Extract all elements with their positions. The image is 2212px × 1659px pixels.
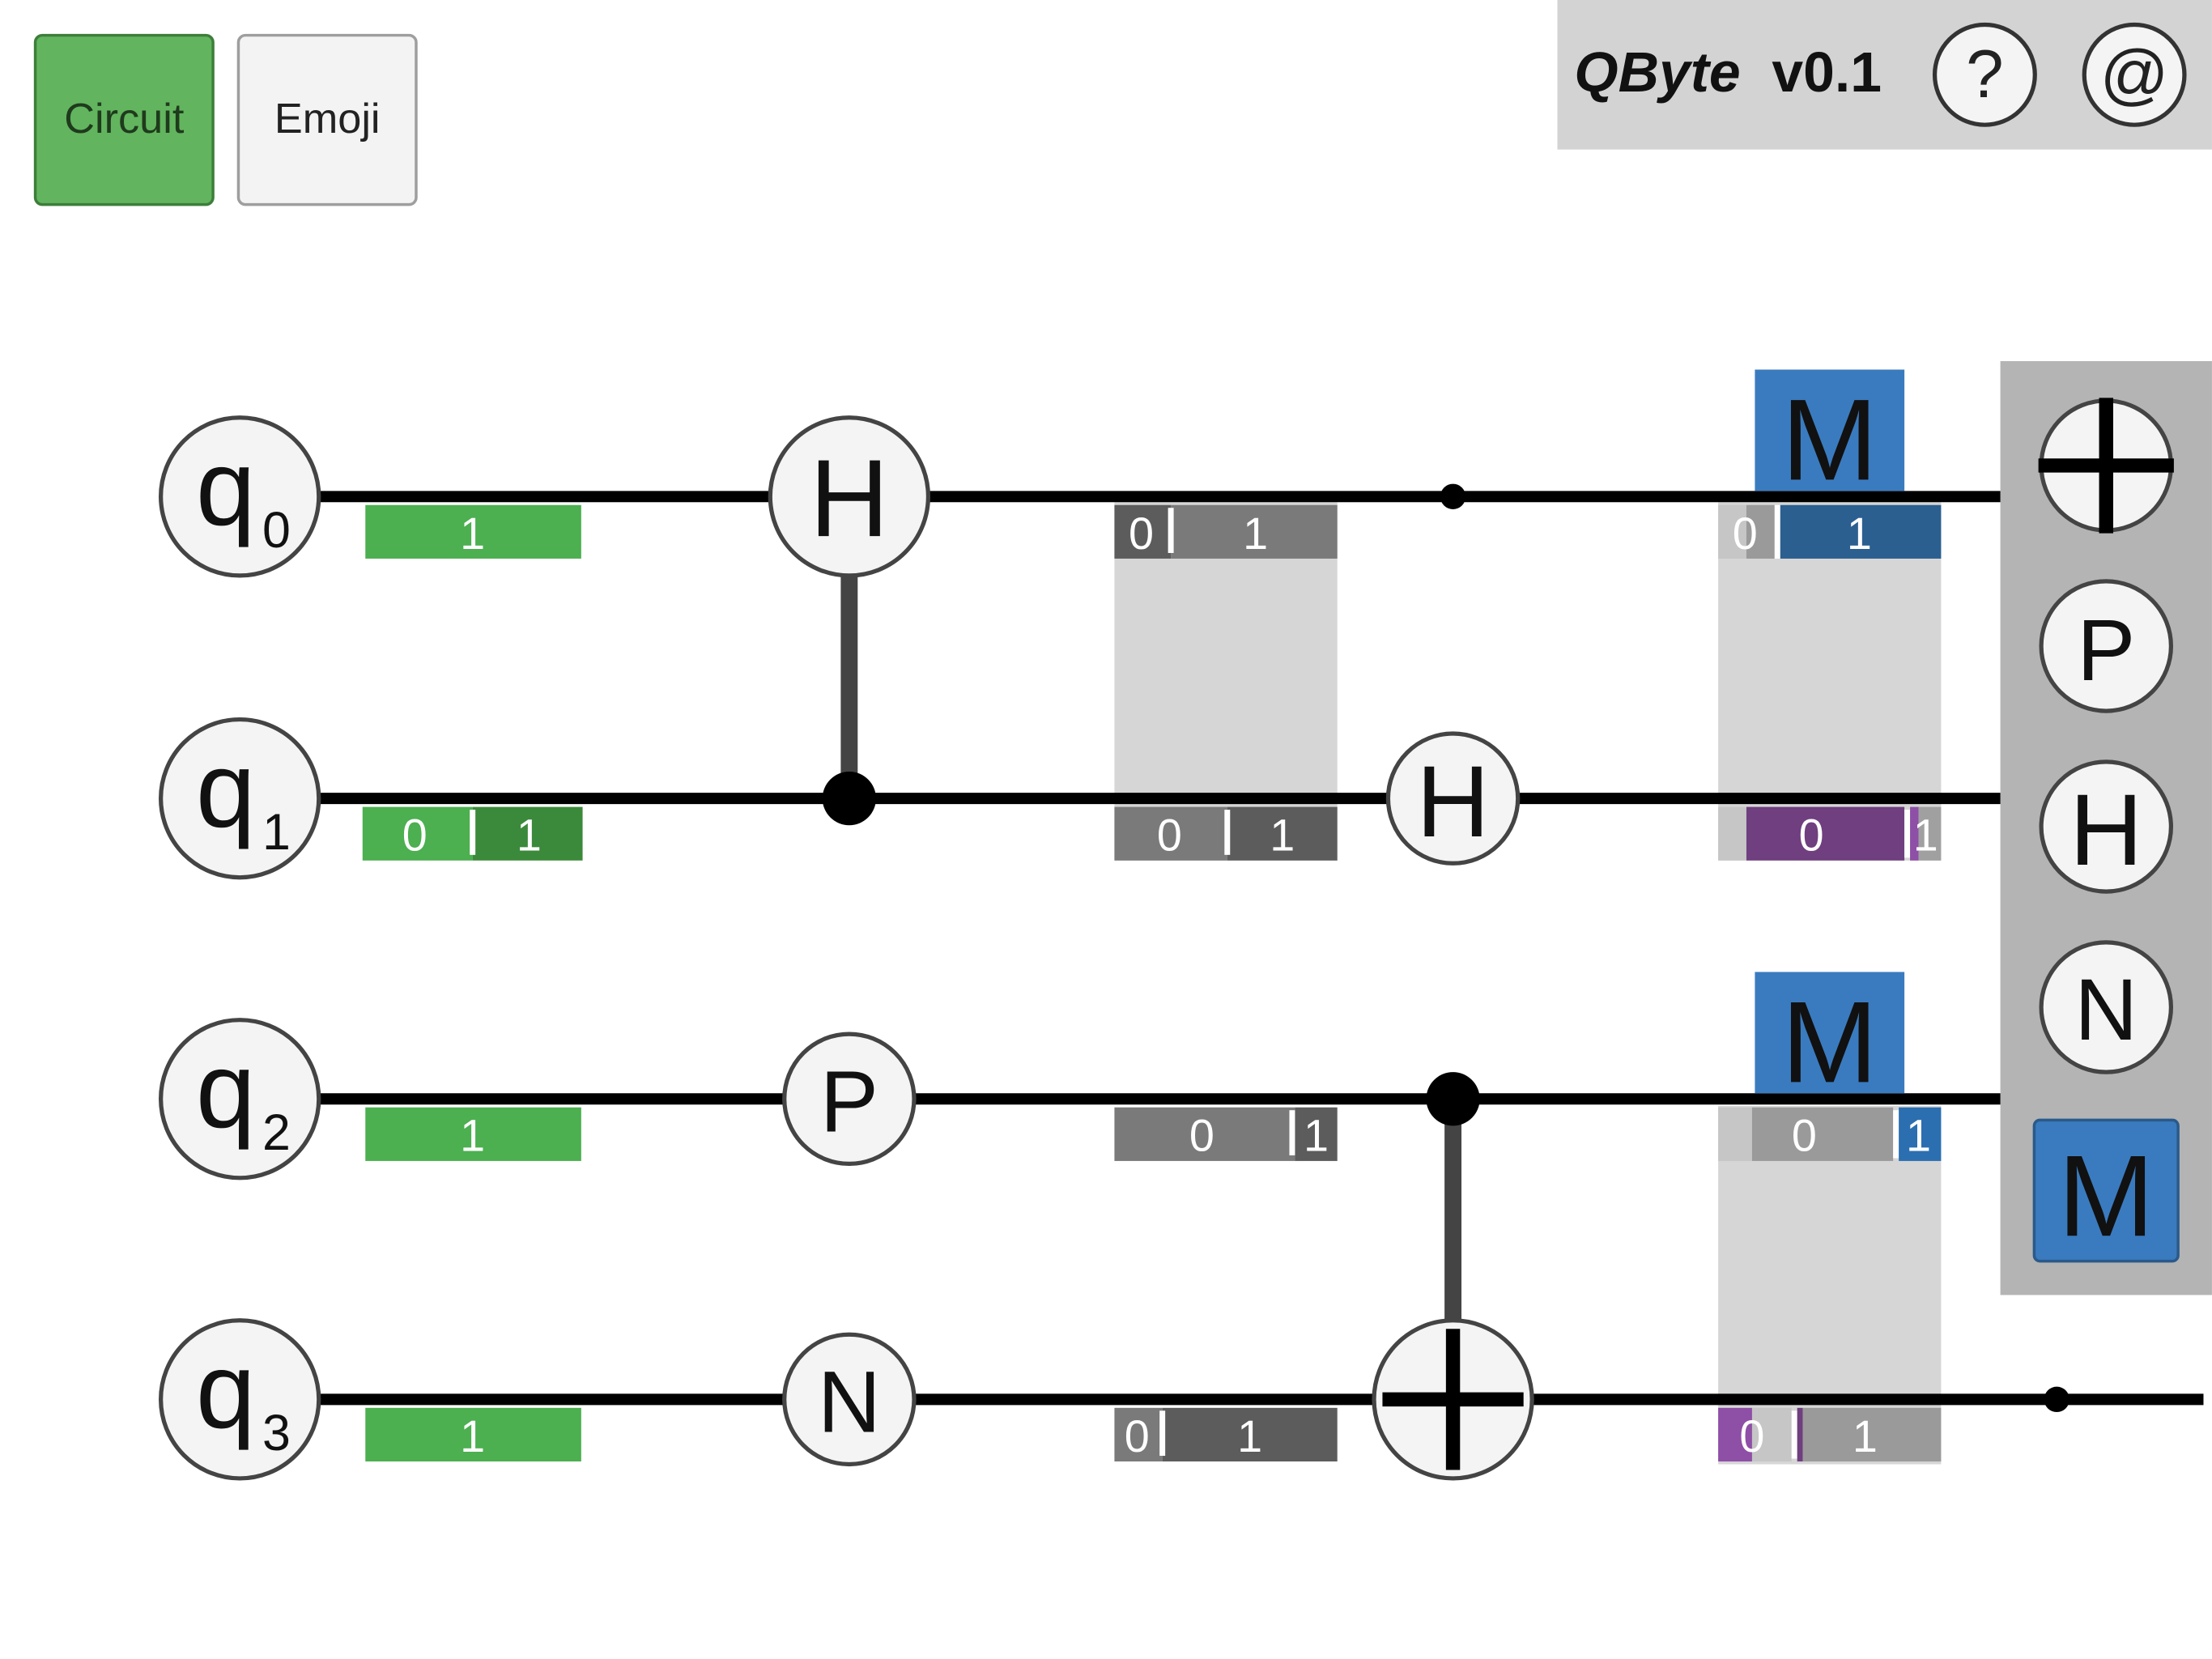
h-gate-q1[interactable]: H: [1385, 731, 1521, 866]
wire-dot: [2044, 1386, 2069, 1413]
svg-text:1: 1: [262, 804, 291, 861]
svg-text:q: q: [196, 1331, 256, 1451]
emoji-mode-button[interactable]: Emoji: [236, 33, 418, 206]
wire-dot: [1440, 483, 1466, 509]
svg-text:1: 1: [1853, 1411, 1878, 1461]
palette-p-gate[interactable]: P: [2039, 579, 2174, 713]
svg-text:1: 1: [1243, 508, 1268, 559]
qubit-q1[interactable]: q 1: [159, 717, 321, 880]
svg-text:M: M: [1781, 376, 1878, 504]
measure-gate-q2[interactable]: M: [1755, 972, 1905, 1107]
prob-bar-q3-c0: 1: [365, 1407, 581, 1462]
h-gate-q0[interactable]: H: [768, 415, 931, 578]
prob-bar-q0-c2: 0 1: [1718, 504, 1942, 559]
svg-text:N: N: [818, 1352, 881, 1450]
palette-m-gate[interactable]: M: [2032, 1118, 2180, 1263]
app-version: v0.1: [1772, 42, 1882, 104]
help-button[interactable]: ?: [1932, 22, 2037, 127]
palette-n-gate[interactable]: N: [2039, 940, 2174, 1074]
cnot-target-q3[interactable]: [1372, 1318, 1534, 1481]
svg-text:1: 1: [1913, 810, 1938, 861]
svg-text:1: 1: [1304, 1111, 1329, 1161]
svg-text:P: P: [820, 1052, 878, 1150]
control-dot[interactable]: [1426, 1072, 1480, 1126]
svg-text:H: H: [810, 436, 889, 559]
svg-text:q: q: [196, 1031, 256, 1151]
prob-bar-q1-c2: 0 1: [1718, 806, 1942, 861]
svg-text:H: H: [2069, 772, 2143, 887]
p-gate-q2[interactable]: P: [782, 1032, 917, 1167]
svg-text:1: 1: [1270, 810, 1295, 861]
prob-bar-q3-c2: 0 1: [1718, 1407, 1942, 1462]
svg-text:2: 2: [262, 1104, 291, 1161]
control-dot[interactable]: [822, 772, 876, 826]
svg-text:0: 0: [402, 810, 428, 861]
app-title: QByte v0.1: [1574, 42, 1882, 105]
qubit-q3[interactable]: q 3: [159, 1318, 321, 1481]
svg-text:0: 0: [1792, 1111, 1817, 1161]
prob-bar-q0-c1: 0 1: [1114, 504, 1338, 559]
svg-text:3: 3: [262, 1405, 291, 1461]
svg-text:0: 0: [1157, 810, 1182, 861]
measure-gate-q0[interactable]: M: [1755, 369, 1905, 504]
n-gate-q3[interactable]: N: [782, 1332, 917, 1467]
svg-text:0: 0: [1733, 508, 1758, 559]
svg-text:1: 1: [517, 810, 542, 861]
svg-text:0: 0: [1125, 1411, 1150, 1461]
svg-text:0: 0: [1739, 1411, 1764, 1461]
app-header: QByte v0.1 ? @: [1557, 0, 2212, 150]
svg-text:1: 1: [1906, 1111, 1931, 1161]
app-name: QByte: [1574, 42, 1741, 104]
qubit-q2[interactable]: q 2: [159, 1018, 321, 1180]
svg-text:0: 0: [1799, 810, 1824, 861]
svg-text:q: q: [196, 428, 256, 548]
svg-text:q: q: [196, 730, 256, 850]
prob-bar-q2-c2: 0 1: [1718, 1107, 1942, 1161]
svg-text:0: 0: [1129, 508, 1154, 559]
svg-text:1: 1: [460, 1411, 485, 1461]
palette-cnot-gate[interactable]: [2038, 398, 2174, 534]
prob-bar-q1-c0: 0 1: [362, 806, 583, 861]
svg-text:0: 0: [262, 502, 291, 559]
svg-text:1: 1: [460, 508, 485, 559]
prob-bar-q2-c0: 1: [365, 1107, 581, 1161]
svg-text:1: 1: [1237, 1411, 1262, 1461]
prob-bar-q1-c1: 0 1: [1114, 806, 1338, 861]
prob-bar-q2-c1: 0 1: [1114, 1107, 1338, 1161]
svg-text:H: H: [1416, 744, 1490, 858]
svg-text:M: M: [2058, 1132, 2155, 1261]
about-button[interactable]: @: [2082, 22, 2187, 127]
svg-text:P: P: [2077, 601, 2135, 699]
prob-bar-q3-c1: 0 1: [1114, 1407, 1338, 1462]
svg-text:N: N: [2074, 960, 2138, 1058]
svg-text:0: 0: [1189, 1111, 1214, 1161]
svg-text:1: 1: [460, 1111, 485, 1161]
circuit-mode-button[interactable]: Circuit: [33, 33, 215, 206]
palette-h-gate[interactable]: H: [2039, 759, 2174, 894]
qubit-q0[interactable]: q 0: [159, 415, 321, 578]
svg-text:M: M: [1781, 978, 1878, 1107]
svg-text:1: 1: [1847, 508, 1872, 559]
prob-bar-q0-c0: 1: [365, 504, 581, 559]
